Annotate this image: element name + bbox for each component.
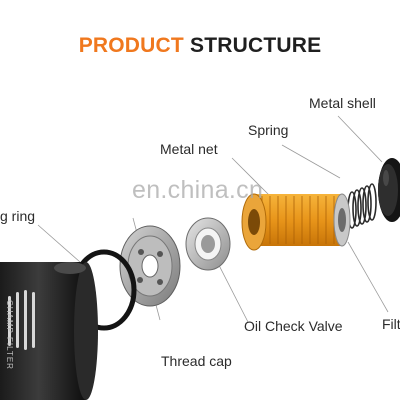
metal-shell-part	[378, 158, 400, 222]
label-oil-check-valve: Oil Check Valve	[244, 318, 343, 334]
shell-brand-text: CHAMP FILTER	[5, 300, 14, 370]
filter-housing-part	[0, 262, 98, 400]
spring-part	[347, 183, 377, 229]
title-word: STRUCTURE	[189, 34, 322, 57]
label-metal-net: Metal net	[160, 141, 218, 157]
label-sealing-ring: g ring	[0, 208, 36, 224]
watermark-text: en.china.cn	[132, 176, 264, 204]
page-title: PRODUCT STRUCTURE	[0, 34, 400, 58]
title-accent-word: PRODUCT	[78, 34, 184, 57]
oil-check-valve-part	[185, 217, 231, 271]
label-thread-cap: Thread cap	[161, 353, 232, 369]
label-spring: Spring	[248, 122, 289, 138]
label-filter: Filt	[382, 316, 400, 332]
label-metal-shell: Metal shell	[309, 95, 376, 111]
filter-element-part	[241, 193, 351, 251]
